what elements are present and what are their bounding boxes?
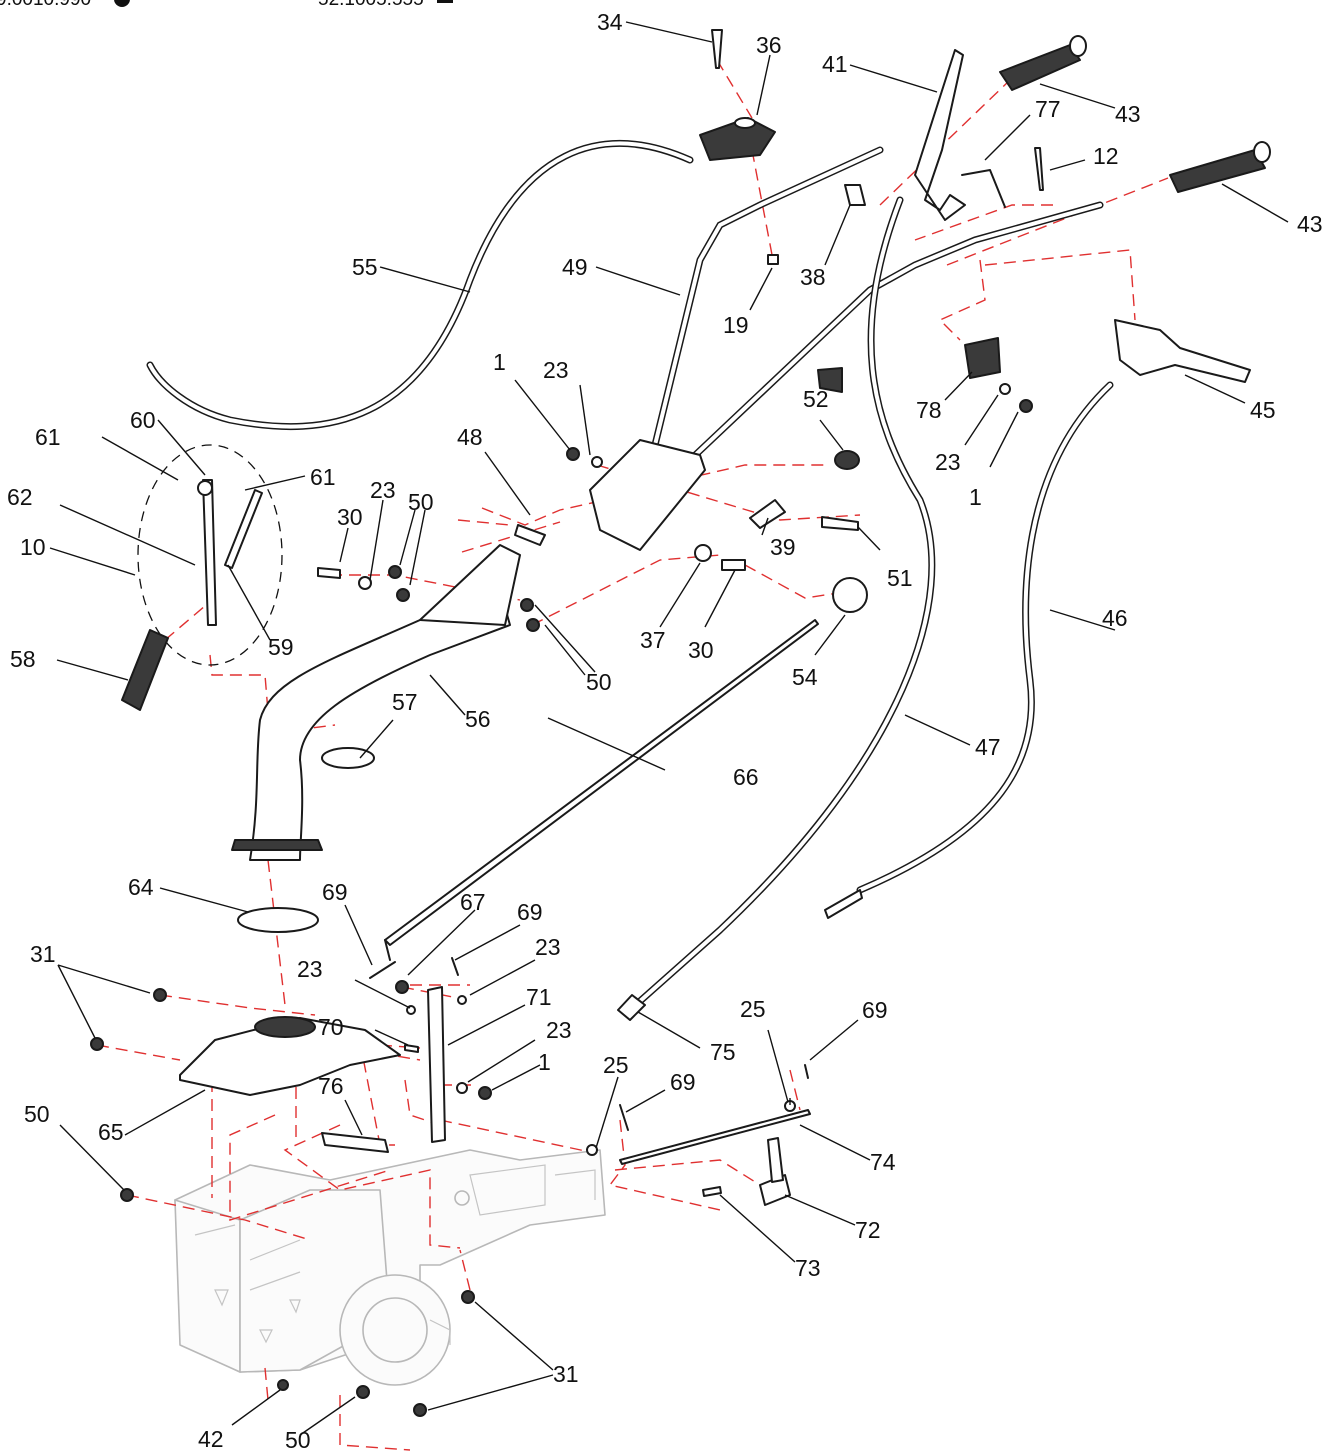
callout: 77 — [1035, 96, 1061, 122]
callout: 23 — [935, 449, 961, 475]
leader-lines — [49, 21, 1289, 1436]
callout: 69 — [862, 997, 888, 1023]
callout: 61 — [35, 424, 61, 450]
callout: 52 — [803, 386, 829, 412]
callout: 56 — [465, 706, 491, 732]
callout: 41 — [822, 51, 848, 77]
callout: 23 — [543, 357, 569, 383]
callout: 49 — [562, 254, 588, 280]
callout: 69 — [670, 1069, 696, 1095]
callout: 66 — [733, 764, 759, 790]
callout: 64 — [128, 874, 154, 900]
callout: 60 — [130, 407, 156, 433]
callout: 76 — [318, 1073, 344, 1099]
callout: 69 — [517, 899, 543, 925]
callout: 45 — [1250, 397, 1276, 423]
frame-housing — [174, 1149, 606, 1386]
parts — [90, 29, 1271, 1417]
grip-right — [1169, 141, 1271, 193]
grip-top — [999, 35, 1087, 91]
callout: 12 — [1093, 143, 1119, 169]
callout: 54 — [792, 664, 818, 690]
filled-square-icon — [437, 0, 453, 3]
callout: 50 — [24, 1101, 50, 1127]
callout: 30 — [688, 637, 714, 663]
callout: 58 — [10, 646, 36, 672]
header-right-ref: 52.1005.555 — [318, 0, 424, 10]
callout: 74 — [870, 1149, 896, 1175]
callout: 42 — [198, 1426, 224, 1452]
callout: 50 — [285, 1427, 311, 1452]
callout: 69 — [322, 879, 348, 905]
callout: 67 — [460, 889, 486, 915]
callout: 59 — [268, 634, 294, 660]
header-refs: 9.0010.990 52.1005.555 — [0, 0, 453, 10]
callout: 51 — [887, 565, 913, 591]
callout: 19 — [723, 312, 749, 338]
callout: 1 — [538, 1049, 551, 1075]
callout: 23 — [535, 934, 561, 960]
header-left-ref: 9.0010.990 — [0, 0, 91, 10]
callout: 25 — [740, 996, 766, 1022]
callout: 48 — [457, 424, 483, 450]
callout: 43 — [1115, 101, 1141, 127]
callout: 36 — [756, 32, 782, 58]
callout: 31 — [30, 941, 56, 967]
callout: 39 — [770, 534, 796, 560]
callout: 31 — [553, 1361, 579, 1387]
callout: 37 — [640, 627, 666, 653]
callout: 23 — [297, 956, 323, 982]
callout: 70 — [318, 1014, 344, 1040]
callout: 30 — [337, 504, 363, 530]
callout: 57 — [392, 689, 418, 715]
callout: 50 — [408, 489, 434, 515]
callout: 73 — [795, 1255, 821, 1281]
callout: 61 — [310, 464, 336, 490]
callout: 1 — [493, 349, 506, 375]
callout: 23 — [370, 477, 396, 503]
callout: 10 — [20, 534, 46, 560]
callout: 34 — [597, 9, 623, 35]
callout: 25 — [603, 1052, 629, 1078]
callout: 38 — [800, 264, 826, 290]
callout: 55 — [352, 254, 378, 280]
callout: 75 — [710, 1039, 736, 1065]
callouts: 34 36 41 43 77 12 43 55 49 38 19 1 23 52… — [7, 9, 1323, 1452]
callout: 46 — [1102, 605, 1128, 631]
callout: 47 — [975, 734, 1001, 760]
filled-circle-icon — [114, 0, 130, 7]
callout: 71 — [526, 984, 552, 1010]
callout: 65 — [98, 1119, 124, 1145]
callout: 50 — [586, 669, 612, 695]
callout: 43 — [1297, 211, 1323, 237]
callout: 62 — [7, 484, 33, 510]
callout: 78 — [916, 397, 942, 423]
callout: 23 — [546, 1017, 572, 1043]
callout: 72 — [855, 1217, 881, 1243]
callout: 1 — [969, 484, 982, 510]
